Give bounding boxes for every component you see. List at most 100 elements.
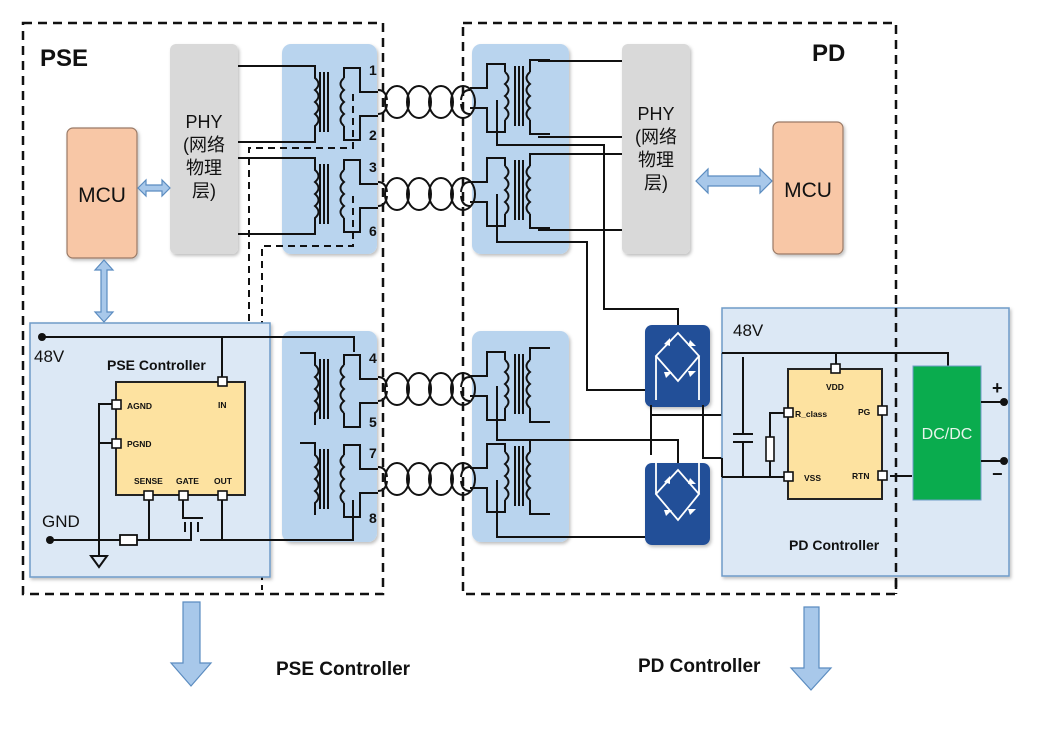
twisted-pair-loop (406, 177, 432, 211)
pd-title: PD (812, 40, 845, 67)
pse-phy-line-1: PHY (185, 112, 222, 132)
pd-mcu-block[interactable]: MCU (772, 121, 844, 255)
pd-footer-arrow (789, 606, 833, 691)
pair-lead (470, 487, 506, 513)
pse-phy-block[interactable]: PHY (网络 物理 层) (170, 44, 238, 254)
transformer-core (514, 354, 524, 414)
pd-controller-title: PD Controller (789, 537, 880, 553)
twisted-pair-loop (450, 85, 476, 119)
pse-mcu-controller-arrow (93, 259, 115, 323)
pin-pgnd: PGND (127, 439, 152, 449)
transformer-primary (300, 65, 320, 138)
svg-text:6: 6 (369, 223, 377, 239)
svg-text:3: 3 (369, 159, 377, 175)
pse-controller-title: PSE Controller (107, 357, 206, 373)
pse-mcu-phy-arrow (137, 178, 171, 198)
output-minus: − (992, 464, 1003, 484)
pair-lead (343, 444, 378, 470)
pair-numbers: 1 2 3 6 4 5 7 8 (369, 62, 377, 526)
twisted-pair-loop (450, 372, 476, 406)
pse-phy-line-3: 物理 (186, 158, 222, 178)
transformer-secondary (503, 165, 510, 215)
twisted-pair-loop (384, 85, 410, 119)
pse-48v-rail (38, 333, 355, 380)
twist-end (460, 181, 471, 207)
pair-lead (470, 107, 506, 133)
pd-phy-mcu-arrow (695, 167, 773, 195)
pse-gnd-net (46, 403, 354, 569)
twisted-pair-loop (428, 85, 454, 119)
twisted-pair-loop (406, 372, 432, 406)
pd-phy-block[interactable]: PHY (网络 物理 层) (622, 44, 690, 254)
twist-end (377, 89, 388, 115)
pd-centertap-wires (496, 100, 679, 538)
twisted-pair-loop (428, 462, 454, 496)
pse-footer-label: PSE Controller (276, 659, 411, 680)
pse-title: PSE (40, 45, 88, 72)
svg-text:7: 7 (369, 445, 377, 461)
svg-text:2: 2 (369, 127, 377, 143)
twist-end (460, 89, 471, 115)
pd-controller-chip[interactable]: VDD R_class PG VSS RTN (783, 353, 888, 500)
pin-out: OUT (214, 476, 233, 486)
pse-boundary (21, 21, 385, 596)
transformer-core (514, 66, 524, 126)
pse-controller-chip[interactable]: AGND PGND IN SENSE GATE OUT (111, 376, 246, 501)
twisted-pair-loop (406, 85, 432, 119)
transformer-secondary (503, 359, 510, 409)
pin-gate: GATE (176, 476, 199, 486)
transformer-secondary (339, 364, 346, 414)
pair-lead (470, 63, 506, 89)
pd-phy-line-4: 层) (644, 173, 668, 193)
twisted-pair-loop (450, 462, 476, 496)
bridge-rectifier-top (645, 325, 710, 407)
svg-text:1: 1 (369, 62, 377, 78)
svg-text:8: 8 (369, 510, 377, 526)
pd-phy-line-2: (网络 (635, 127, 677, 147)
pse-footer-arrow (169, 601, 213, 687)
transformer-primary (300, 442, 320, 515)
pd-footer-label: PD Controller (638, 656, 761, 677)
pair-lead (343, 492, 378, 518)
transformer-primary (525, 359, 532, 409)
pse-mcu-block[interactable]: MCU (66, 127, 138, 259)
output-plus: + (992, 378, 1003, 398)
pair-lead (343, 115, 378, 141)
transformer-core (514, 446, 524, 506)
dcdc-label: DC/DC (922, 426, 973, 443)
twisted-pair-loop (406, 462, 432, 496)
dcdc-outputs: + − (981, 378, 1008, 484)
twist-end (377, 466, 388, 492)
twist-end (377, 181, 388, 207)
dcdc-converter[interactable]: DC/DC (912, 365, 982, 501)
pd-phy-line-3: 物理 (638, 150, 674, 170)
transformer-primary (525, 165, 532, 215)
pin-r-class: R_class (795, 409, 827, 419)
pse-magnetics-bottom (282, 331, 377, 542)
pd-mcu-label: MCU (784, 179, 832, 202)
pin-rtn: RTN (852, 471, 869, 481)
transformer-core (319, 449, 329, 509)
twisted-pair-loop (450, 177, 476, 211)
pd-48v-label: 48V (733, 321, 764, 340)
transformer-secondary (339, 169, 346, 219)
transformer-primary (300, 157, 320, 230)
bridge-rectifier-bottom (645, 455, 710, 545)
pin-vdd: VDD (826, 382, 844, 392)
svg-text:4: 4 (369, 350, 377, 366)
twist-end (377, 376, 388, 402)
twisted-pair-loop (428, 177, 454, 211)
twist-end (460, 376, 471, 402)
pair-lead (343, 402, 378, 428)
pair-lead (343, 159, 378, 185)
pair-lead (470, 351, 506, 377)
twisted-pair-loop (384, 462, 410, 496)
pair-lead (470, 201, 506, 227)
pse-48v-label: 48V (34, 347, 65, 366)
pin-sense: SENSE (134, 476, 163, 486)
twisted-pair-cables (377, 85, 476, 496)
transformer-leads (529, 347, 550, 423)
pair-lead (470, 157, 506, 183)
twisted-pair-loop (384, 372, 410, 406)
pin-in: IN (218, 400, 227, 410)
